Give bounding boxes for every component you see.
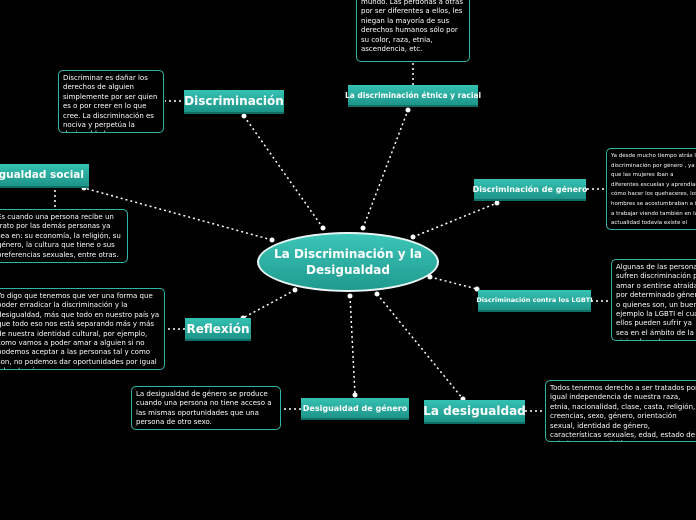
note-desigualdad-genero-text: La desigualdad de género se produce cuan… <box>136 390 272 427</box>
topic-discriminacion[interactable]: Discriminación <box>184 90 284 114</box>
note-discriminacion-text: Discriminar es dañar los derechos de alg… <box>63 74 158 132</box>
topic-discriminacion-lgbti[interactable]: Discriminación contra los LGBTI <box>476 290 593 312</box>
central-topic[interactable]: La Discriminación y la Desigualdad <box>257 232 439 292</box>
connector-genero <box>412 202 498 238</box>
note-la-desigualdad-text: Todos tenemos derecho a ser tratados por… <box>550 384 696 441</box>
note-discriminacion-etnica-text: mundo. Las perdonas a otras por ser dife… <box>361 0 463 54</box>
connector-dot <box>320 225 326 231</box>
connector-dot <box>494 200 500 206</box>
note-discriminacion-lgbti: Algunas de las personas sufren discrimin… <box>611 259 696 341</box>
connector-desigualdad-genero <box>349 295 356 396</box>
note-discriminacion-lgbti-text: Algunas de las personas sufren discrimin… <box>616 263 696 340</box>
topic-discriminacion-etnica[interactable]: La discriminación étnica y racial <box>344 85 482 107</box>
note-desigualdad-social-text: Es cuando una persona recibe un trato po… <box>0 213 121 259</box>
topic-desigualdad-social-label: Desigualdad social <box>0 169 84 181</box>
note-desigualdad-social: Es cuando una persona recibe un trato po… <box>0 209 128 263</box>
connector-dot <box>410 234 416 240</box>
central-topic-label: La Discriminación y la Desigualdad <box>274 247 422 277</box>
topic-discriminacion-etnica-label: La discriminación étnica y racial <box>344 90 482 100</box>
connector-dot <box>374 291 380 297</box>
note-reflexion-text: Yo digo que tenemos que ver una forma qu… <box>0 292 160 369</box>
connector-dot <box>292 287 298 293</box>
topic-discriminacion-label: Discriminación <box>184 94 284 108</box>
connector-dot <box>405 107 411 113</box>
note-desigualdad-genero: La desigualdad de género se produce cuan… <box>131 386 281 430</box>
note-discriminacion-etnica: mundo. Las perdonas a otras por ser dife… <box>356 0 470 62</box>
connector-etnica <box>362 109 409 229</box>
topic-reflexion[interactable]: Reflexión <box>185 318 251 341</box>
topic-reflexion-label: Reflexión <box>186 321 250 336</box>
topic-desigualdad-genero[interactable]: Desigualdad de género <box>301 398 409 420</box>
note-la-desigualdad: Todos tenemos derecho a ser tratados por… <box>545 380 696 442</box>
topic-discriminacion-lgbti-label: Discriminación contra los LGBTI <box>476 296 593 304</box>
topic-discriminacion-genero-label: Discriminación de género <box>472 184 588 194</box>
note-discriminacion: Discriminar es dañar los derechos de alg… <box>58 70 164 133</box>
note-reflexion: Yo digo que tenemos que ver una forma qu… <box>0 288 165 370</box>
note-discriminacion-genero: Ya desde mucho tiempo atrás la discrimin… <box>606 148 696 230</box>
connector-dot <box>360 225 366 231</box>
connector-discriminacion <box>243 115 324 229</box>
connector-dot <box>347 293 353 299</box>
note-discriminacion-genero-text: Ya desde mucho tiempo atrás la discrimin… <box>611 153 696 227</box>
topic-desigualdad-social[interactable]: Desigualdad social <box>0 164 89 188</box>
connector-dot <box>241 113 247 119</box>
connector-desigualdad <box>376 293 464 400</box>
topic-discriminacion-genero[interactable]: Discriminación de género <box>472 179 588 201</box>
connector-lgbti <box>429 276 478 290</box>
connector-dot <box>352 392 358 398</box>
topic-desigualdad-genero-label: Desigualdad de género <box>302 403 408 413</box>
topic-la-desigualdad-label: La desigualdad <box>423 404 526 418</box>
topic-la-desigualdad[interactable]: La desigualdad <box>423 400 526 424</box>
connector-dot <box>269 237 275 243</box>
connector-reflexion <box>242 289 296 319</box>
